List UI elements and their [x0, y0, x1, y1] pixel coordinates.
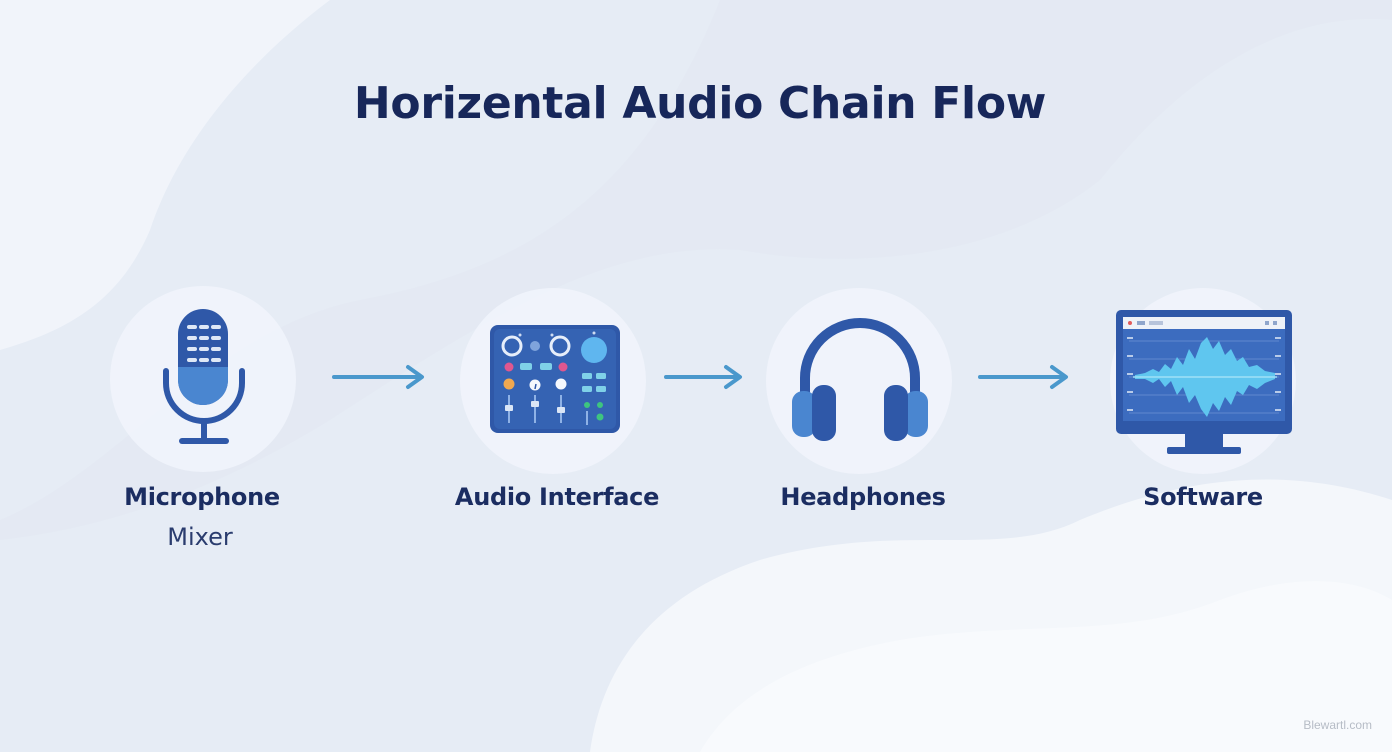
audio-interface-label: Audio Interface: [454, 483, 660, 511]
flow-arrow-1: [332, 365, 424, 389]
flow-arrow-3: [978, 365, 1068, 389]
microphone-icon: [163, 309, 245, 444]
page-title: Horizental Audio Chain Flow: [353, 78, 1047, 129]
mixer-label: Mixer: [167, 523, 233, 551]
flow-arrow-2: [664, 365, 742, 389]
microphone-label: Microphone: [124, 483, 280, 511]
audio-interface-icon: [490, 325, 620, 433]
watermark: Blewartl.com: [1303, 718, 1372, 732]
software-label: Software: [1143, 483, 1263, 511]
monitor-waveform-icon: [1116, 310, 1292, 454]
headphones-icon: [792, 318, 928, 441]
headphones-label: Headphones: [780, 483, 946, 511]
